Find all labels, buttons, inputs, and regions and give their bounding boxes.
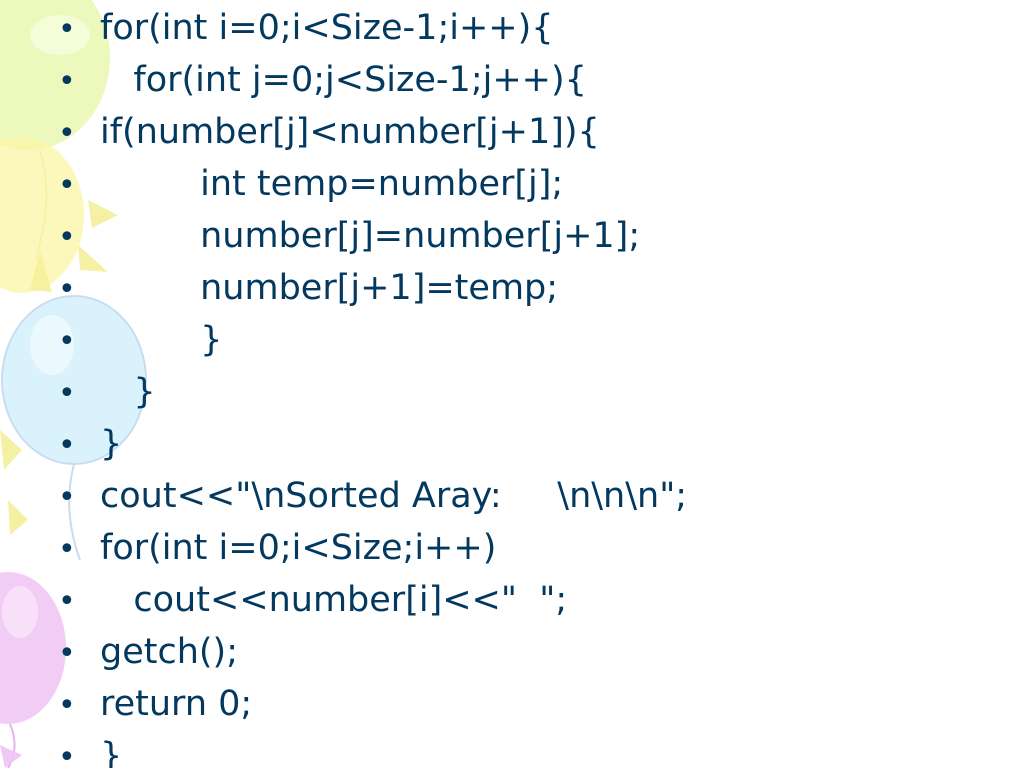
code-line-text: number[j+1]=temp; — [100, 268, 559, 308]
code-line-text: cout<<number[i]<<" "; — [100, 580, 568, 620]
code-line-text: cout<<"\nSorted Aray: \n\n\n"; — [100, 476, 688, 516]
code-line: • for(int i=0;i<Size;i++) — [58, 522, 496, 574]
code-line-text: return 0; — [100, 684, 253, 724]
code-line: • } — [58, 314, 222, 366]
code-line: • for(int i=0;i<Size-1;i++){ — [58, 2, 554, 54]
code-line-text: for(int i=0;i<Size;i++) — [100, 528, 497, 568]
bullet-icon: • — [58, 272, 76, 307]
code-line-text: for(int i=0;i<Size-1;i++){ — [100, 8, 554, 48]
code-line: • cout<<"\nSorted Aray: \n\n\n"; — [58, 470, 687, 522]
code-line: •} — [58, 418, 122, 470]
code-line: • number[j]=number[j+1]; — [58, 210, 640, 262]
code-line-text: } — [100, 320, 223, 360]
code-line-text: } — [100, 736, 123, 768]
code-line-text: int temp=number[j]; — [100, 164, 564, 204]
code-line: • for(int j=0;j<Size-1;j++){ — [58, 54, 587, 106]
bullet-icon: • — [58, 376, 76, 411]
bullet-icon: • — [58, 428, 76, 463]
code-line: • return 0; — [58, 678, 252, 730]
code-line: • } — [58, 366, 156, 418]
bullet-icon: • — [58, 636, 76, 671]
code-line-text: number[j]=number[j+1]; — [100, 216, 641, 256]
bullet-icon: • — [58, 324, 76, 359]
bullet-icon: • — [58, 740, 76, 768]
balloons-decoration — [0, 0, 147, 768]
bullet-icon: • — [58, 116, 76, 151]
bullet-icon: • — [58, 64, 76, 99]
bullet-icon: • — [58, 168, 76, 203]
yellow-balloon-icon — [0, 137, 84, 293]
bullet-icon: • — [58, 532, 76, 567]
code-line-text: for(int j=0;j<Size-1;j++){ — [100, 60, 587, 100]
code-line-text: } — [100, 424, 123, 464]
code-line: • getch(); — [58, 626, 238, 678]
bullet-icon: • — [58, 12, 76, 47]
bullet-icon: • — [58, 688, 76, 723]
code-line: • int temp=number[j]; — [58, 158, 563, 210]
code-line-text: } — [100, 372, 156, 412]
code-line: • cout<<number[i]<<" "; — [58, 574, 567, 626]
bullet-icon: • — [58, 584, 76, 619]
code-line: • number[j+1]=temp; — [58, 262, 558, 314]
code-line: •} — [58, 730, 122, 768]
code-line-text: getch(); — [100, 632, 239, 672]
bullet-icon: • — [58, 480, 76, 515]
bullet-icon: • — [58, 220, 76, 255]
code-line-text: if(number[j]<number[j+1]){ — [100, 112, 600, 152]
code-line: • if(number[j]<number[j+1]){ — [58, 106, 600, 158]
